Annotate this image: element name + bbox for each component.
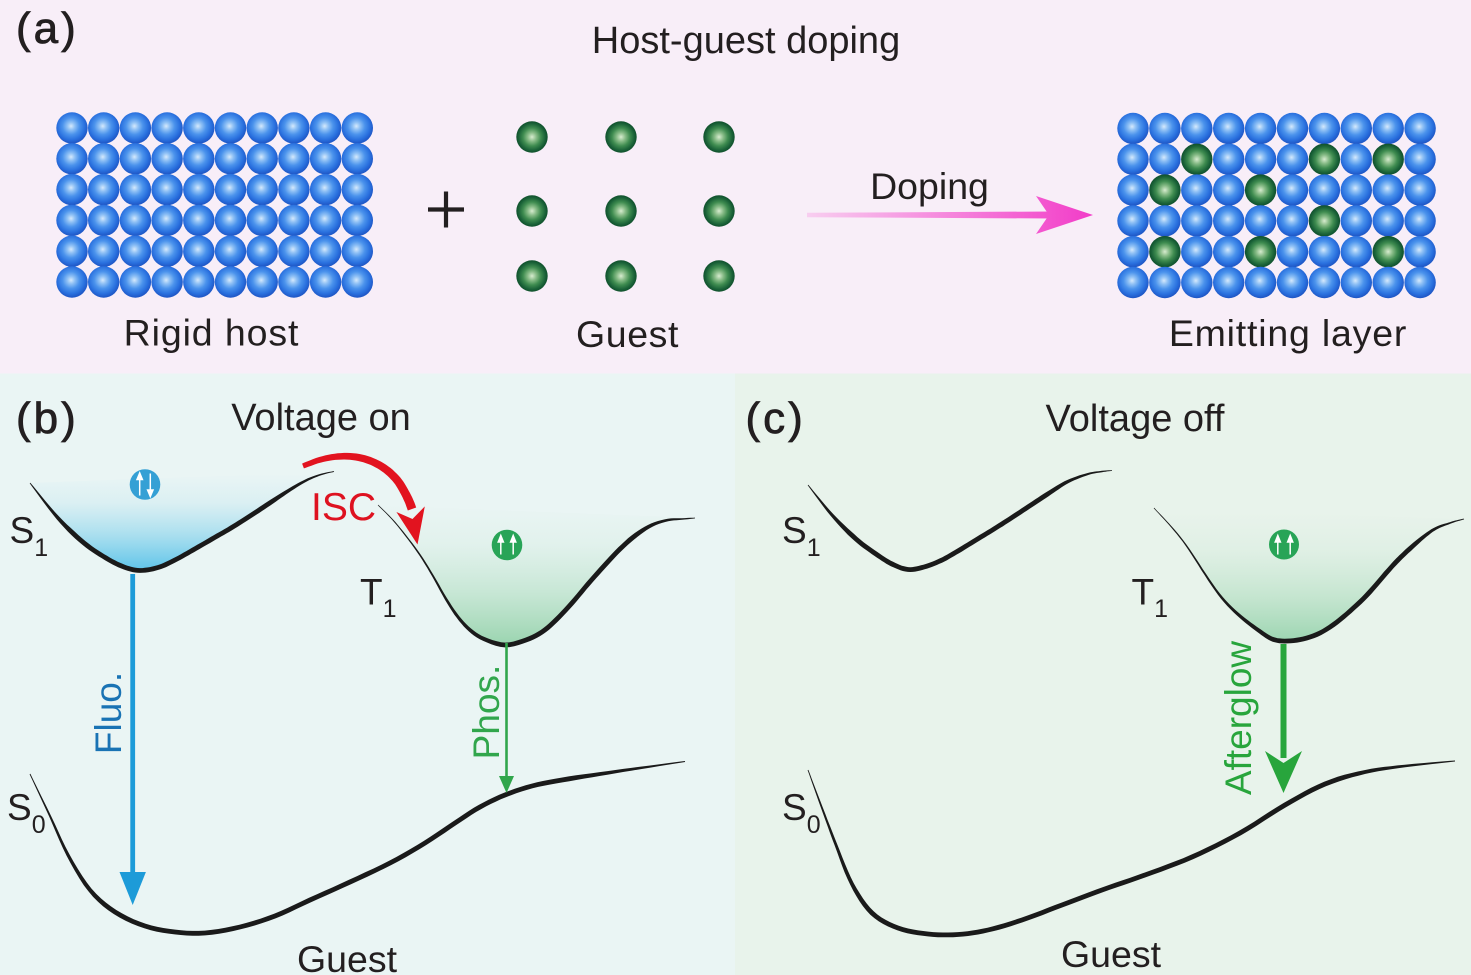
svg-text:Doping: Doping (870, 165, 989, 207)
svg-text:ISC: ISC (311, 486, 376, 529)
svg-text:Emitting layer: Emitting layer (1169, 312, 1407, 354)
svg-text:Fluo.: Fluo. (88, 672, 129, 754)
svg-text:Host-guest doping: Host-guest doping (592, 20, 900, 62)
svg-text:Voltage off: Voltage off (1046, 398, 1225, 440)
svg-text:Guest: Guest (576, 313, 679, 355)
svg-text:(a): (a) (16, 4, 79, 53)
svg-text:Phos.: Phos. (466, 665, 507, 760)
svg-text:Guest: Guest (1061, 933, 1162, 975)
svg-text:(c): (c) (746, 394, 806, 443)
svg-text:(b): (b) (16, 394, 79, 443)
svg-text:Afterglow: Afterglow (1218, 641, 1259, 796)
svg-text:Voltage on: Voltage on (231, 397, 411, 439)
svg-text:Rigid host: Rigid host (124, 312, 300, 354)
svg-text:Guest: Guest (297, 938, 398, 975)
